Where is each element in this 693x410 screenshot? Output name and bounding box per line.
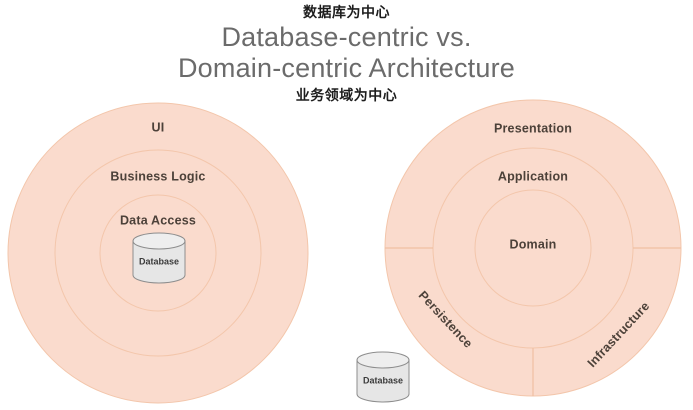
right-cylinder-label: Database (363, 375, 403, 385)
left-ring-outer-stroke (7, 102, 309, 404)
right-label-domain: Domain (509, 237, 556, 251)
left-cylinder-top (132, 232, 186, 250)
left-ring-inner-stroke (99, 194, 217, 312)
right-cylinder-top (356, 351, 410, 369)
left-label-business-logic: Business Logic (110, 169, 205, 183)
left-label-data-access: Data Access (120, 213, 196, 227)
left-label-ui: UI (152, 120, 165, 134)
right-database-cylinder: Database (356, 351, 410, 403)
title-line-2: Domain-centric Architecture (177, 53, 516, 84)
title-line-1: Database-centric vs. (221, 22, 472, 52)
left-cylinder-label: Database (139, 256, 179, 266)
right-label-application: Application (498, 169, 568, 183)
left-diagram-database-centric: UI Business Logic Data Access Database (7, 102, 309, 404)
annotation-domain-centric: 业务领域为中心 (295, 88, 398, 104)
right-ring-outer-fill (385, 100, 681, 396)
left-cylinder-body (132, 240, 186, 284)
left-database-cylinder: Database (132, 232, 186, 284)
left-ring-middle-stroke (54, 149, 262, 357)
annotation-database-centric: 数据库为中心 (303, 5, 390, 21)
page-title: Database-centric vs. Domain-centric Arch… (0, 22, 693, 85)
right-cylinder-body (356, 359, 410, 403)
right-ring-inner-stroke (474, 189, 592, 307)
right-label-presentation: Presentation (494, 121, 572, 135)
right-diagram-domain-centric: Presentation Application Domain Persiste… (356, 99, 682, 403)
